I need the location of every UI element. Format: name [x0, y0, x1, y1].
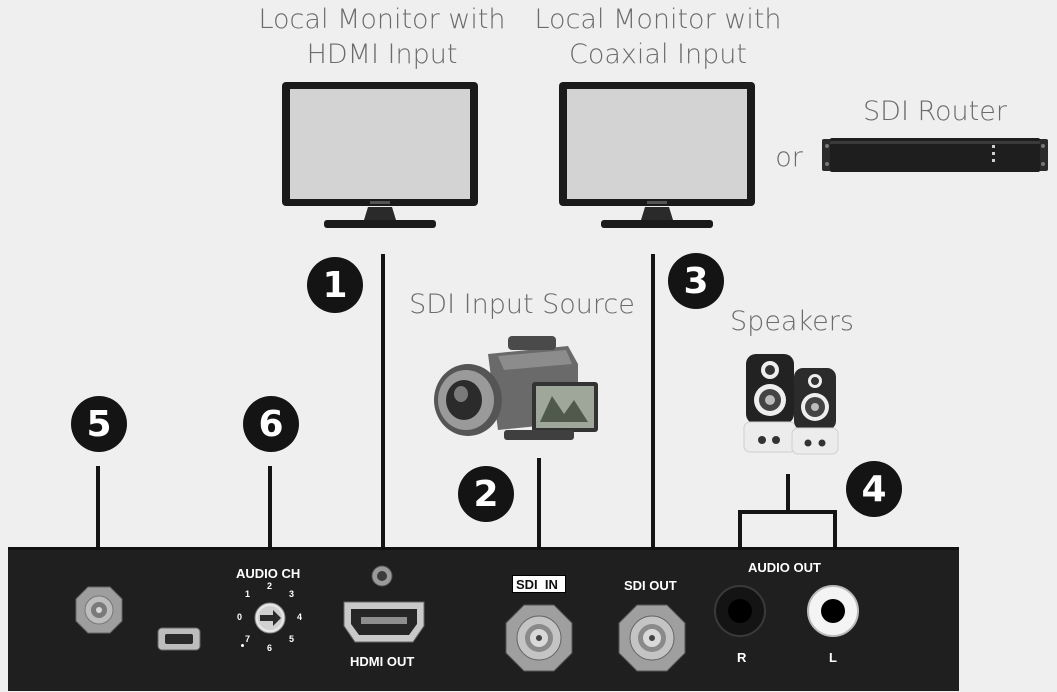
speakers-icon: [743, 354, 839, 455]
sdi-input-source-label: SDI Input Source: [409, 289, 635, 320]
dial-dot-marker: [241, 644, 244, 647]
sdi-out-bnc-port[interactable]: [617, 603, 687, 673]
badge-5: 5: [71, 396, 127, 452]
hdmi-out-label: HDMI OUT: [350, 654, 415, 669]
audio-out-r-line: [738, 510, 742, 550]
coax-monitor-label-line1: Local Monitor with: [534, 4, 782, 35]
sdi-in-bnc-port[interactable]: [504, 603, 574, 673]
audio-out-split-line: [738, 510, 837, 514]
dial-number-6: 6: [267, 643, 273, 653]
speakers-label: Speakers: [730, 306, 854, 337]
rear-panel: [8, 547, 959, 691]
sdi-router-icon: [822, 138, 1048, 172]
badge-1: 1: [307, 257, 363, 313]
hdmi-monitor-icon: [282, 82, 478, 228]
power-connector-icon: [75, 586, 123, 634]
hdmi-out-port[interactable]: [343, 600, 425, 644]
dial-number-7: 7: [245, 634, 251, 644]
hdmi-out-connector-line: [381, 254, 385, 554]
audio-out-label: AUDIO OUT: [748, 560, 821, 575]
badge-3: 3: [668, 253, 724, 309]
sdi-in-label: SDI IN: [516, 577, 558, 592]
or-label: or: [775, 142, 803, 173]
sdi-out-label: SDI OUT: [624, 578, 677, 593]
dial-number-2: 2: [267, 581, 273, 591]
sdi-out-connector-line: [651, 254, 655, 550]
audio-out-l-line: [833, 510, 837, 550]
hdmi-monitor-label-line2: HDMI Input: [306, 39, 458, 70]
sdi-in-connector-line: [537, 458, 541, 550]
badge-6: 6: [243, 396, 299, 452]
dial-number-5: 5: [289, 634, 295, 644]
coax-monitor-icon: [559, 82, 755, 228]
audio-ch-label: AUDIO CH: [236, 566, 301, 581]
usb-port-icon[interactable]: [157, 627, 201, 651]
badge-2: 2: [458, 466, 514, 522]
audio-channel-dial[interactable]: [254, 602, 286, 634]
audio-out-l-label: L: [829, 650, 837, 665]
power-connector-line: [96, 466, 100, 550]
badge-4: 4: [846, 461, 902, 517]
dial-number-0: 0: [237, 612, 243, 622]
audio-out-l-jack[interactable]: [806, 584, 860, 638]
hdmi-screw-icon: [371, 565, 393, 587]
coax-monitor-label-line2: Coaxial Input: [569, 39, 747, 70]
dial-number-4: 4: [297, 612, 303, 622]
audio-out-r-jack[interactable]: [713, 584, 767, 638]
dial-number-3: 3: [289, 589, 295, 599]
audio-ch-connector-line: [268, 466, 272, 550]
audio-out-connector-line: [786, 474, 790, 512]
audio-out-r-label: R: [737, 650, 747, 665]
hdmi-monitor-label-line1: Local Monitor with: [258, 4, 506, 35]
dial-number-1: 1: [245, 589, 251, 599]
sdi-in-label-box: [512, 575, 566, 593]
camcorder-icon: [434, 336, 598, 440]
sdi-router-label: SDI Router: [863, 96, 1007, 127]
